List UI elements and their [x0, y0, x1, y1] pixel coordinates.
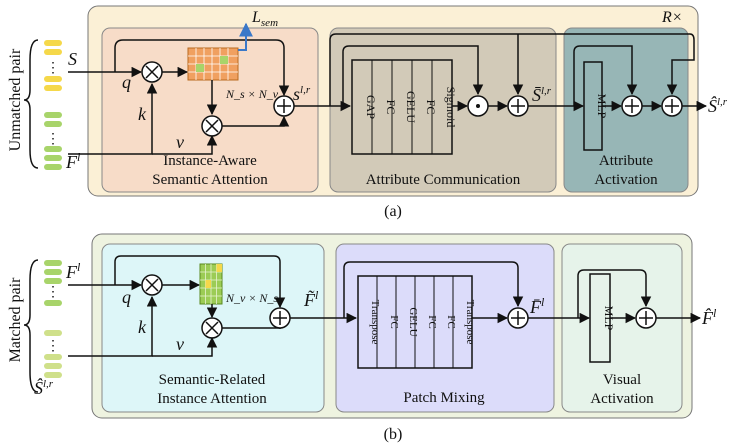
svg-text:Sigmoid: Sigmoid	[444, 87, 458, 128]
token-column-f-b: ⋮	[44, 260, 62, 306]
q-label-b: q	[122, 287, 131, 307]
module-b2-title: Patch Mixing	[403, 390, 485, 406]
visual-activation-box	[561, 243, 683, 413]
panel-b-side-label: Matched pair	[7, 277, 24, 363]
f-bar-label: F̄l	[529, 295, 545, 317]
module-1-title-line2: Semantic Attention	[152, 172, 268, 188]
input-f-label: Fl	[65, 150, 81, 172]
svg-text:FC: FC	[388, 315, 400, 328]
svg-text:⋮: ⋮	[46, 61, 60, 76]
mlp-label-b: MLP	[602, 306, 616, 331]
v-label: v	[176, 132, 184, 152]
svg-text:FC: FC	[445, 315, 457, 328]
module-1-title-line1: Instance-Aware	[163, 153, 257, 169]
svg-text:⋮: ⋮	[46, 285, 60, 300]
svg-text:⋮: ⋮	[46, 132, 60, 147]
repeat-label: R×	[661, 9, 683, 26]
svg-text:Transpose: Transpose	[464, 300, 476, 345]
svg-text:FC: FC	[424, 100, 438, 115]
q-label: q	[122, 72, 131, 92]
panel-a-brace	[23, 39, 39, 169]
s-bar-label: S̄l,r	[532, 85, 552, 105]
s-lr-label: sl,r	[293, 84, 311, 104]
svg-text:GAP: GAP	[364, 95, 378, 119]
f-tilde-label: F̃l	[303, 288, 319, 310]
comm-layer-sigmoid: Sigmoid	[431, 59, 458, 155]
loss-sem: Lsem	[251, 9, 278, 29]
module-b1-title-line2: Instance Attention	[157, 391, 267, 407]
panel-b-brace	[23, 259, 39, 393]
panel-b: Matched pair ⋮ ⋮ Fl Ŝl,r q k v	[7, 233, 717, 443]
caption-b: (b)	[384, 426, 403, 443]
svg-text:FC: FC	[426, 315, 438, 328]
token-column-s: ⋮	[44, 40, 62, 91]
token-column-f: ⋮	[44, 112, 62, 170]
attn-dims-a: N_s × N_v	[225, 87, 279, 101]
panel-a: Unmatched pair ⋮ ⋮ S Fl q k v	[7, 5, 728, 220]
attribute-communication-box	[329, 27, 557, 193]
input-f-label-b: Fl	[65, 260, 81, 282]
attention-map-a	[187, 47, 239, 81]
token-column-s-b: ⋮	[44, 330, 62, 378]
attn-dims-b: N_v × N_s	[225, 291, 278, 305]
module-2-title: Attribute Communication	[366, 172, 521, 188]
v-label-b: v	[176, 334, 184, 354]
input-s-label-b: Ŝl,r	[34, 377, 54, 398]
k-label-b: k	[138, 317, 147, 337]
module-b1-title-line1: Semantic-Related	[159, 372, 266, 388]
module-3-title-line2: Activation	[594, 172, 658, 188]
panel-a-side-label: Unmatched pair	[7, 48, 24, 151]
svg-text:FC: FC	[384, 100, 398, 115]
patch-mixing-box	[335, 243, 555, 413]
svg-text:GELU: GELU	[404, 91, 418, 123]
k-label: k	[138, 104, 147, 124]
svg-text:GELU: GELU	[407, 307, 419, 336]
input-s-label: S	[68, 49, 77, 69]
s-hat-label: Ŝl,r	[708, 95, 728, 116]
svg-text:⋮: ⋮	[46, 339, 60, 354]
module-b3-title-line1: Visual	[603, 372, 641, 388]
module-b3-title-line2: Activation	[590, 391, 654, 407]
caption-a: (a)	[384, 203, 402, 220]
mix-layer-transpose-2: Transpose	[452, 275, 476, 369]
module-3-title-line1: Attribute	[599, 153, 653, 169]
f-hat-label: F̂l	[701, 306, 717, 328]
attention-map-b	[199, 263, 223, 305]
svg-text:Transpose: Transpose	[369, 300, 381, 345]
